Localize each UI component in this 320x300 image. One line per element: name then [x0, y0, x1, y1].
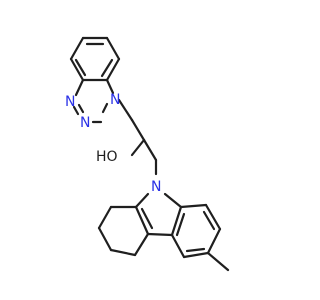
- bond: [69, 36, 85, 61]
- bond: [179, 203, 208, 209]
- triazole-nitrogen-3: N: [65, 94, 75, 110]
- methyl-group: [206, 251, 230, 272]
- bond: [182, 251, 210, 259]
- bond: [74, 78, 85, 97]
- double-bond: [100, 58, 114, 78]
- benzotriazole-triazole-ring: [72, 78, 115, 124]
- carbazole-pyrrole-ring: [134, 192, 183, 237]
- bond: [170, 205, 183, 237]
- cyclohexene-ring: [97, 205, 150, 257]
- double-bond: [140, 207, 154, 230]
- double-bond: [74, 58, 87, 77]
- double-bond: [77, 103, 85, 114]
- bond: [146, 232, 174, 237]
- bond: [130, 118, 146, 142]
- bond: [117, 98, 134, 122]
- propanol-linker: [117, 98, 158, 176]
- carbazole-benzene-ring: [170, 203, 222, 259]
- bond: [72, 105, 80, 116]
- bond: [206, 227, 222, 255]
- hydroxyl-label: HO: [96, 149, 118, 165]
- benzotriazole-benzene-ring: [69, 36, 121, 82]
- bond: [101, 102, 109, 114]
- bond: [97, 226, 113, 252]
- bond: [105, 36, 121, 61]
- triazole-nitrogen-2: N: [80, 115, 90, 131]
- bond: [69, 57, 85, 82]
- double-bond: [185, 247, 206, 253]
- bond: [134, 205, 150, 236]
- bond: [109, 248, 137, 257]
- bond: [134, 192, 150, 209]
- double-bond: [202, 210, 216, 231]
- bond: [204, 203, 222, 231]
- double-bond: [175, 212, 186, 237]
- bond: [170, 233, 186, 259]
- carbazole-nitrogen: N: [151, 179, 161, 195]
- bond: [105, 57, 121, 82]
- bond: [133, 232, 150, 257]
- bond: [105, 78, 115, 95]
- molecule-structure: N N N HO N: [65, 36, 230, 272]
- bond: [142, 138, 158, 162]
- bond: [97, 205, 113, 230]
- bond: [163, 192, 183, 209]
- triazole-nitrogen-1: N: [110, 92, 120, 108]
- bond: [130, 138, 146, 157]
